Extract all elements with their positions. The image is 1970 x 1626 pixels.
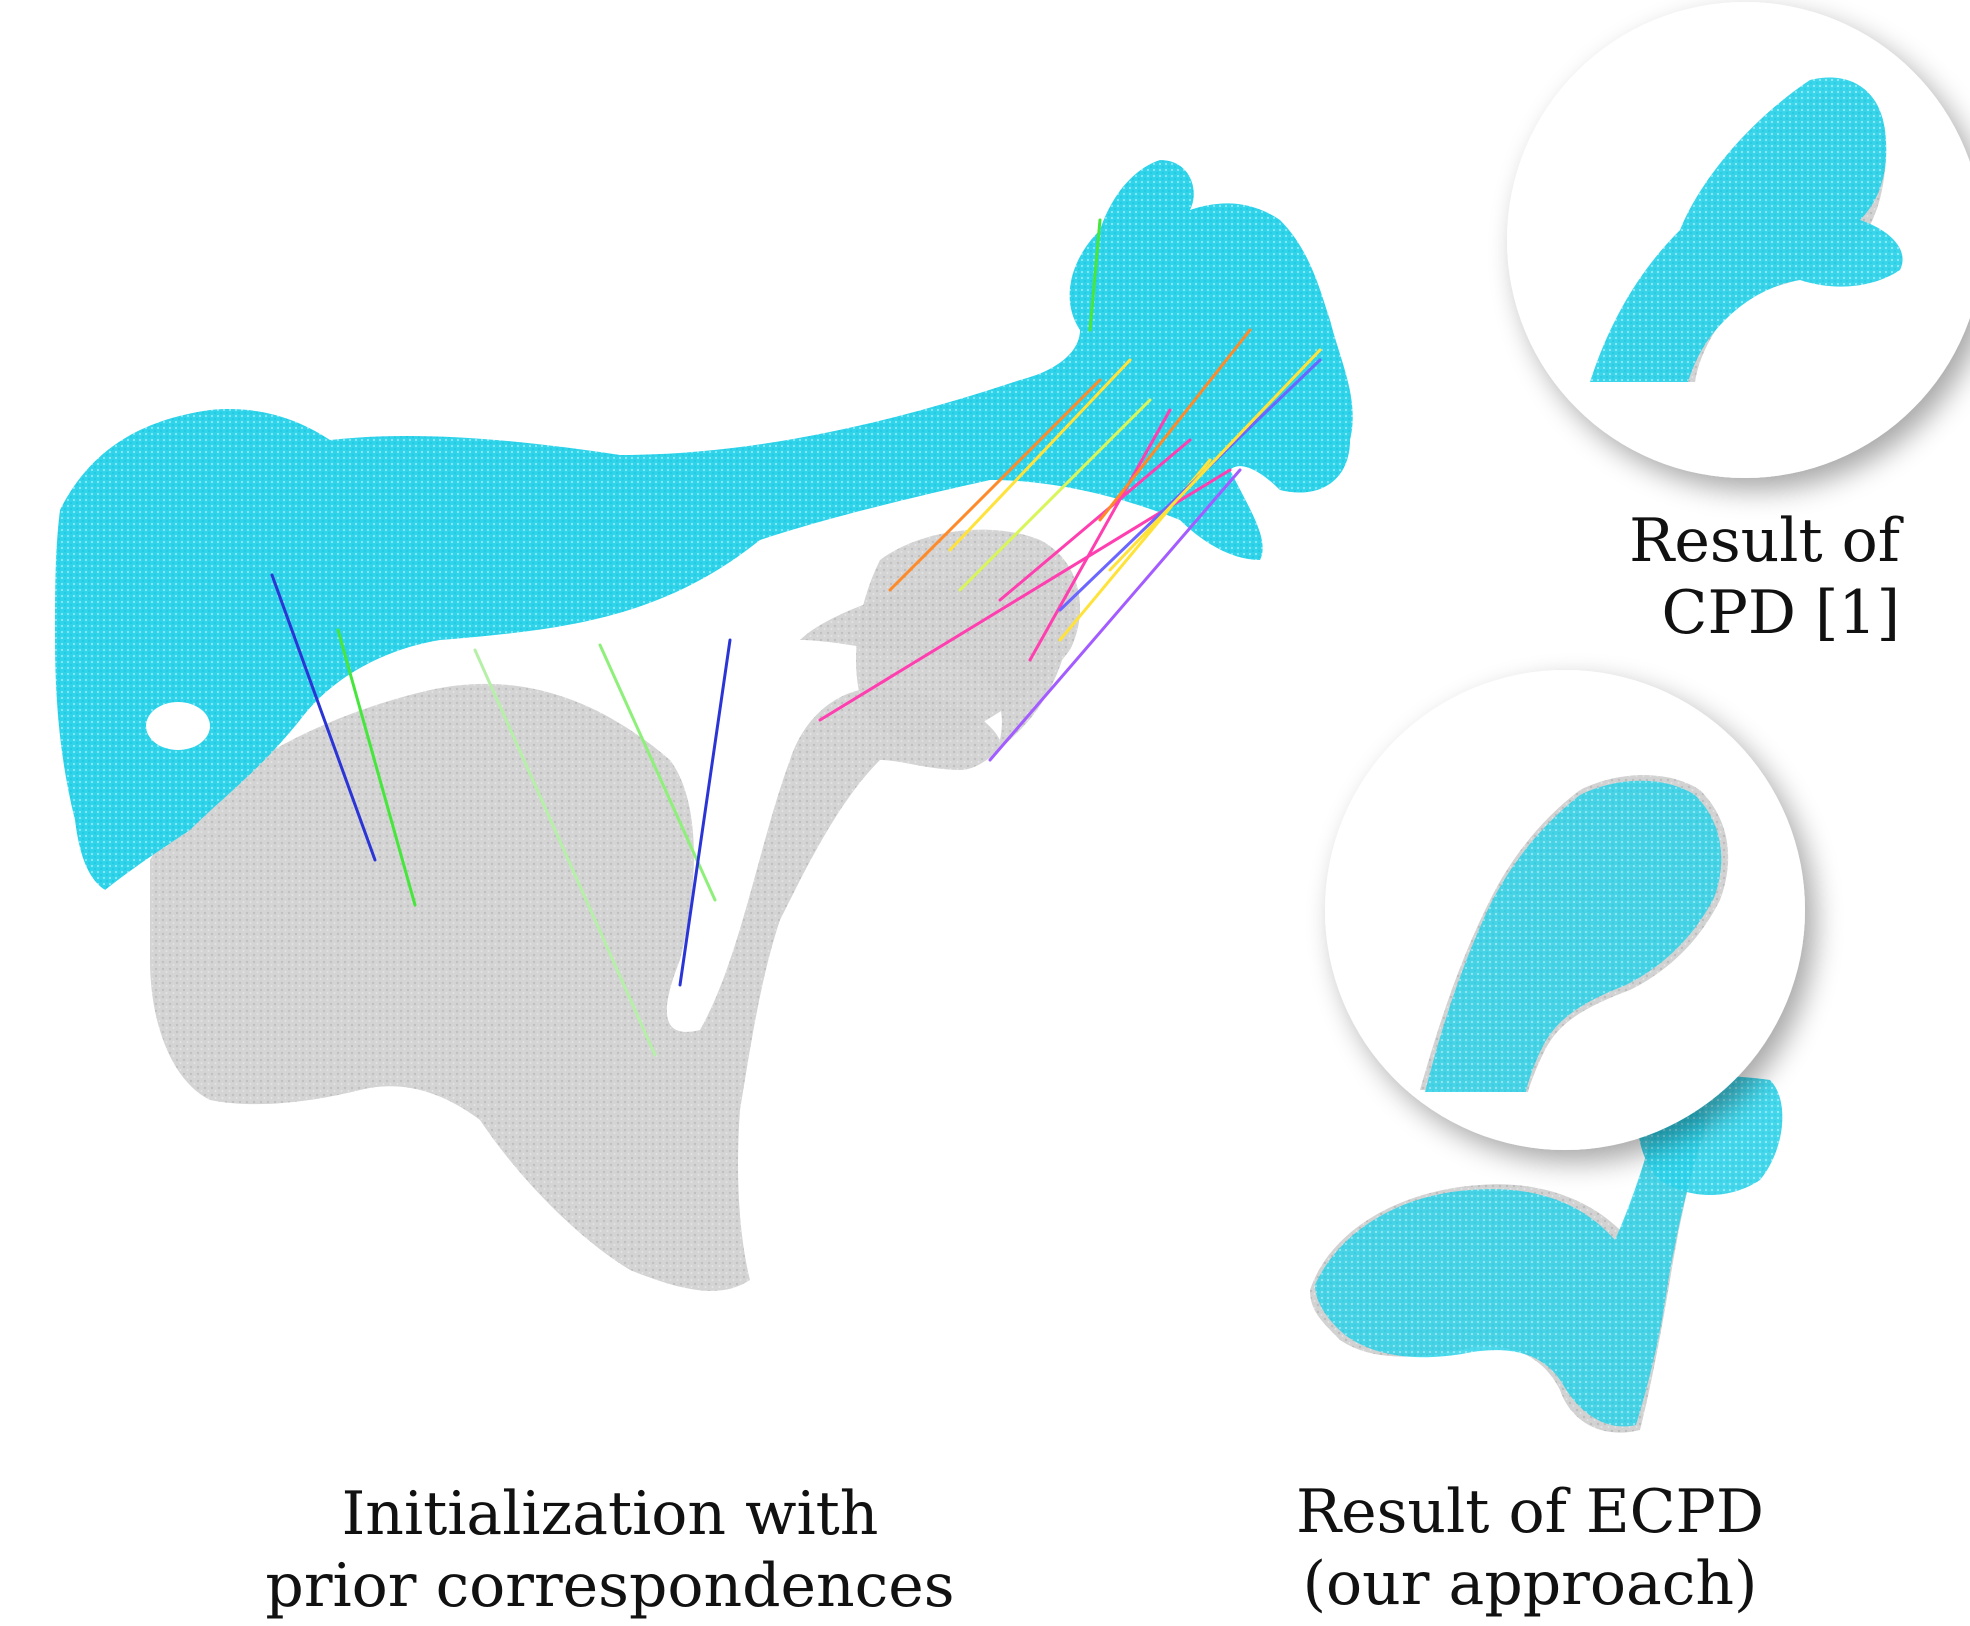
cpd-zoom-disc	[1507, 2, 1970, 478]
initialization-caption-line-1: Initialization with	[230, 1478, 990, 1550]
ecpd-caption-line-1: Result of ECPD	[1270, 1476, 1790, 1548]
cpd-caption-line-2: CPD [1]	[1570, 577, 1900, 649]
initialization-panel	[55, 160, 1353, 1291]
initialization-caption: Initialization with prior correspondence…	[230, 1478, 990, 1622]
cpd-caption-line-1: Result of	[1570, 505, 1900, 577]
ecpd-zoom-disc	[1325, 670, 1805, 1150]
initialization-caption-line-2: prior correspondences	[230, 1550, 990, 1622]
cpd-result-caption: Result of CPD [1]	[1570, 505, 1900, 649]
ecpd-caption-line-2: (our approach)	[1270, 1548, 1790, 1620]
shoulder-gap	[146, 702, 210, 750]
ecpd-result-caption: Result of ECPD (our approach)	[1270, 1476, 1790, 1620]
